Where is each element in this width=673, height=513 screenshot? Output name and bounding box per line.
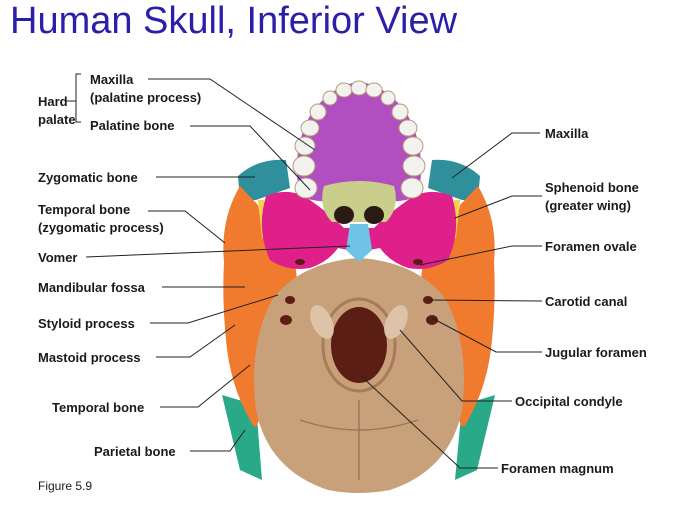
carotid-canal-left: [285, 296, 295, 304]
label-maxilla-palatine-1: Maxilla: [90, 72, 134, 87]
label-vomer: Vomer: [38, 250, 78, 265]
carotid-canal-shape: [423, 296, 433, 304]
temporal-bone-left-shape: [223, 186, 298, 427]
label-sphenoid-1: Sphenoid bone: [545, 180, 639, 195]
temporal-bone-right-shape: [420, 186, 495, 427]
label-foramen-magnum: Foramen magnum: [501, 461, 614, 476]
label-foramen-ovale: Foramen ovale: [545, 239, 637, 254]
zygomatic-bone-left: [238, 159, 290, 200]
foramen-magnum-shape: [331, 307, 387, 383]
teeth: [292, 80, 426, 199]
label-styloid-process: Styloid process: [38, 316, 135, 331]
label-mandibular-fossa: Mandibular fossa: [38, 280, 146, 295]
label-temporal-bone: Temporal bone: [52, 400, 144, 415]
label-parietal-bone: Parietal bone: [94, 444, 176, 459]
label-palatine-bone: Palatine bone: [90, 118, 175, 133]
label-carotid-canal: Carotid canal: [545, 294, 627, 309]
label-sphenoid-2: (greater wing): [545, 198, 631, 213]
vomer-shape: [346, 224, 372, 262]
label-zygomatic-bone: Zygomatic bone: [38, 170, 138, 185]
choana-left: [334, 206, 354, 224]
palatine-bone-shape: [322, 181, 396, 222]
leader-lines: [66, 73, 543, 469]
occipital-condyle-right: [384, 305, 408, 339]
page-title: Human Skull, Inferior View: [10, 0, 458, 42]
choana-right: [364, 206, 384, 224]
label-mastoid-process: Mastoid process: [38, 350, 141, 365]
label-temporal-zygomatic-2: (zygomatic process): [38, 220, 164, 235]
zygomatic-bone-right: [428, 159, 480, 200]
figure-caption: Figure 5.9: [38, 479, 92, 493]
label-occipital-condyle: Occipital condyle: [515, 394, 623, 409]
label-jugular-foramen: Jugular foramen: [545, 345, 647, 360]
label-hard-palate-1: Hard: [38, 94, 68, 109]
label-temporal-zygomatic-1: Temporal bone: [38, 202, 130, 217]
jugular-foramen-shape: [426, 315, 438, 325]
occipital-condyle-left: [310, 305, 334, 339]
foramen-ovale-left: [295, 259, 305, 265]
occipital-ridge: [299, 419, 419, 431]
maxilla-shape: [296, 82, 422, 202]
foramen-ovale-shape: [413, 259, 423, 265]
jugular-foramen-left: [280, 315, 292, 325]
label-maxilla-palatine-2: (palatine process): [90, 90, 201, 105]
foramen-magnum-rim: [321, 297, 397, 393]
label-hard-palate-2: palate: [38, 112, 76, 127]
label-maxilla: Maxilla: [545, 126, 589, 141]
